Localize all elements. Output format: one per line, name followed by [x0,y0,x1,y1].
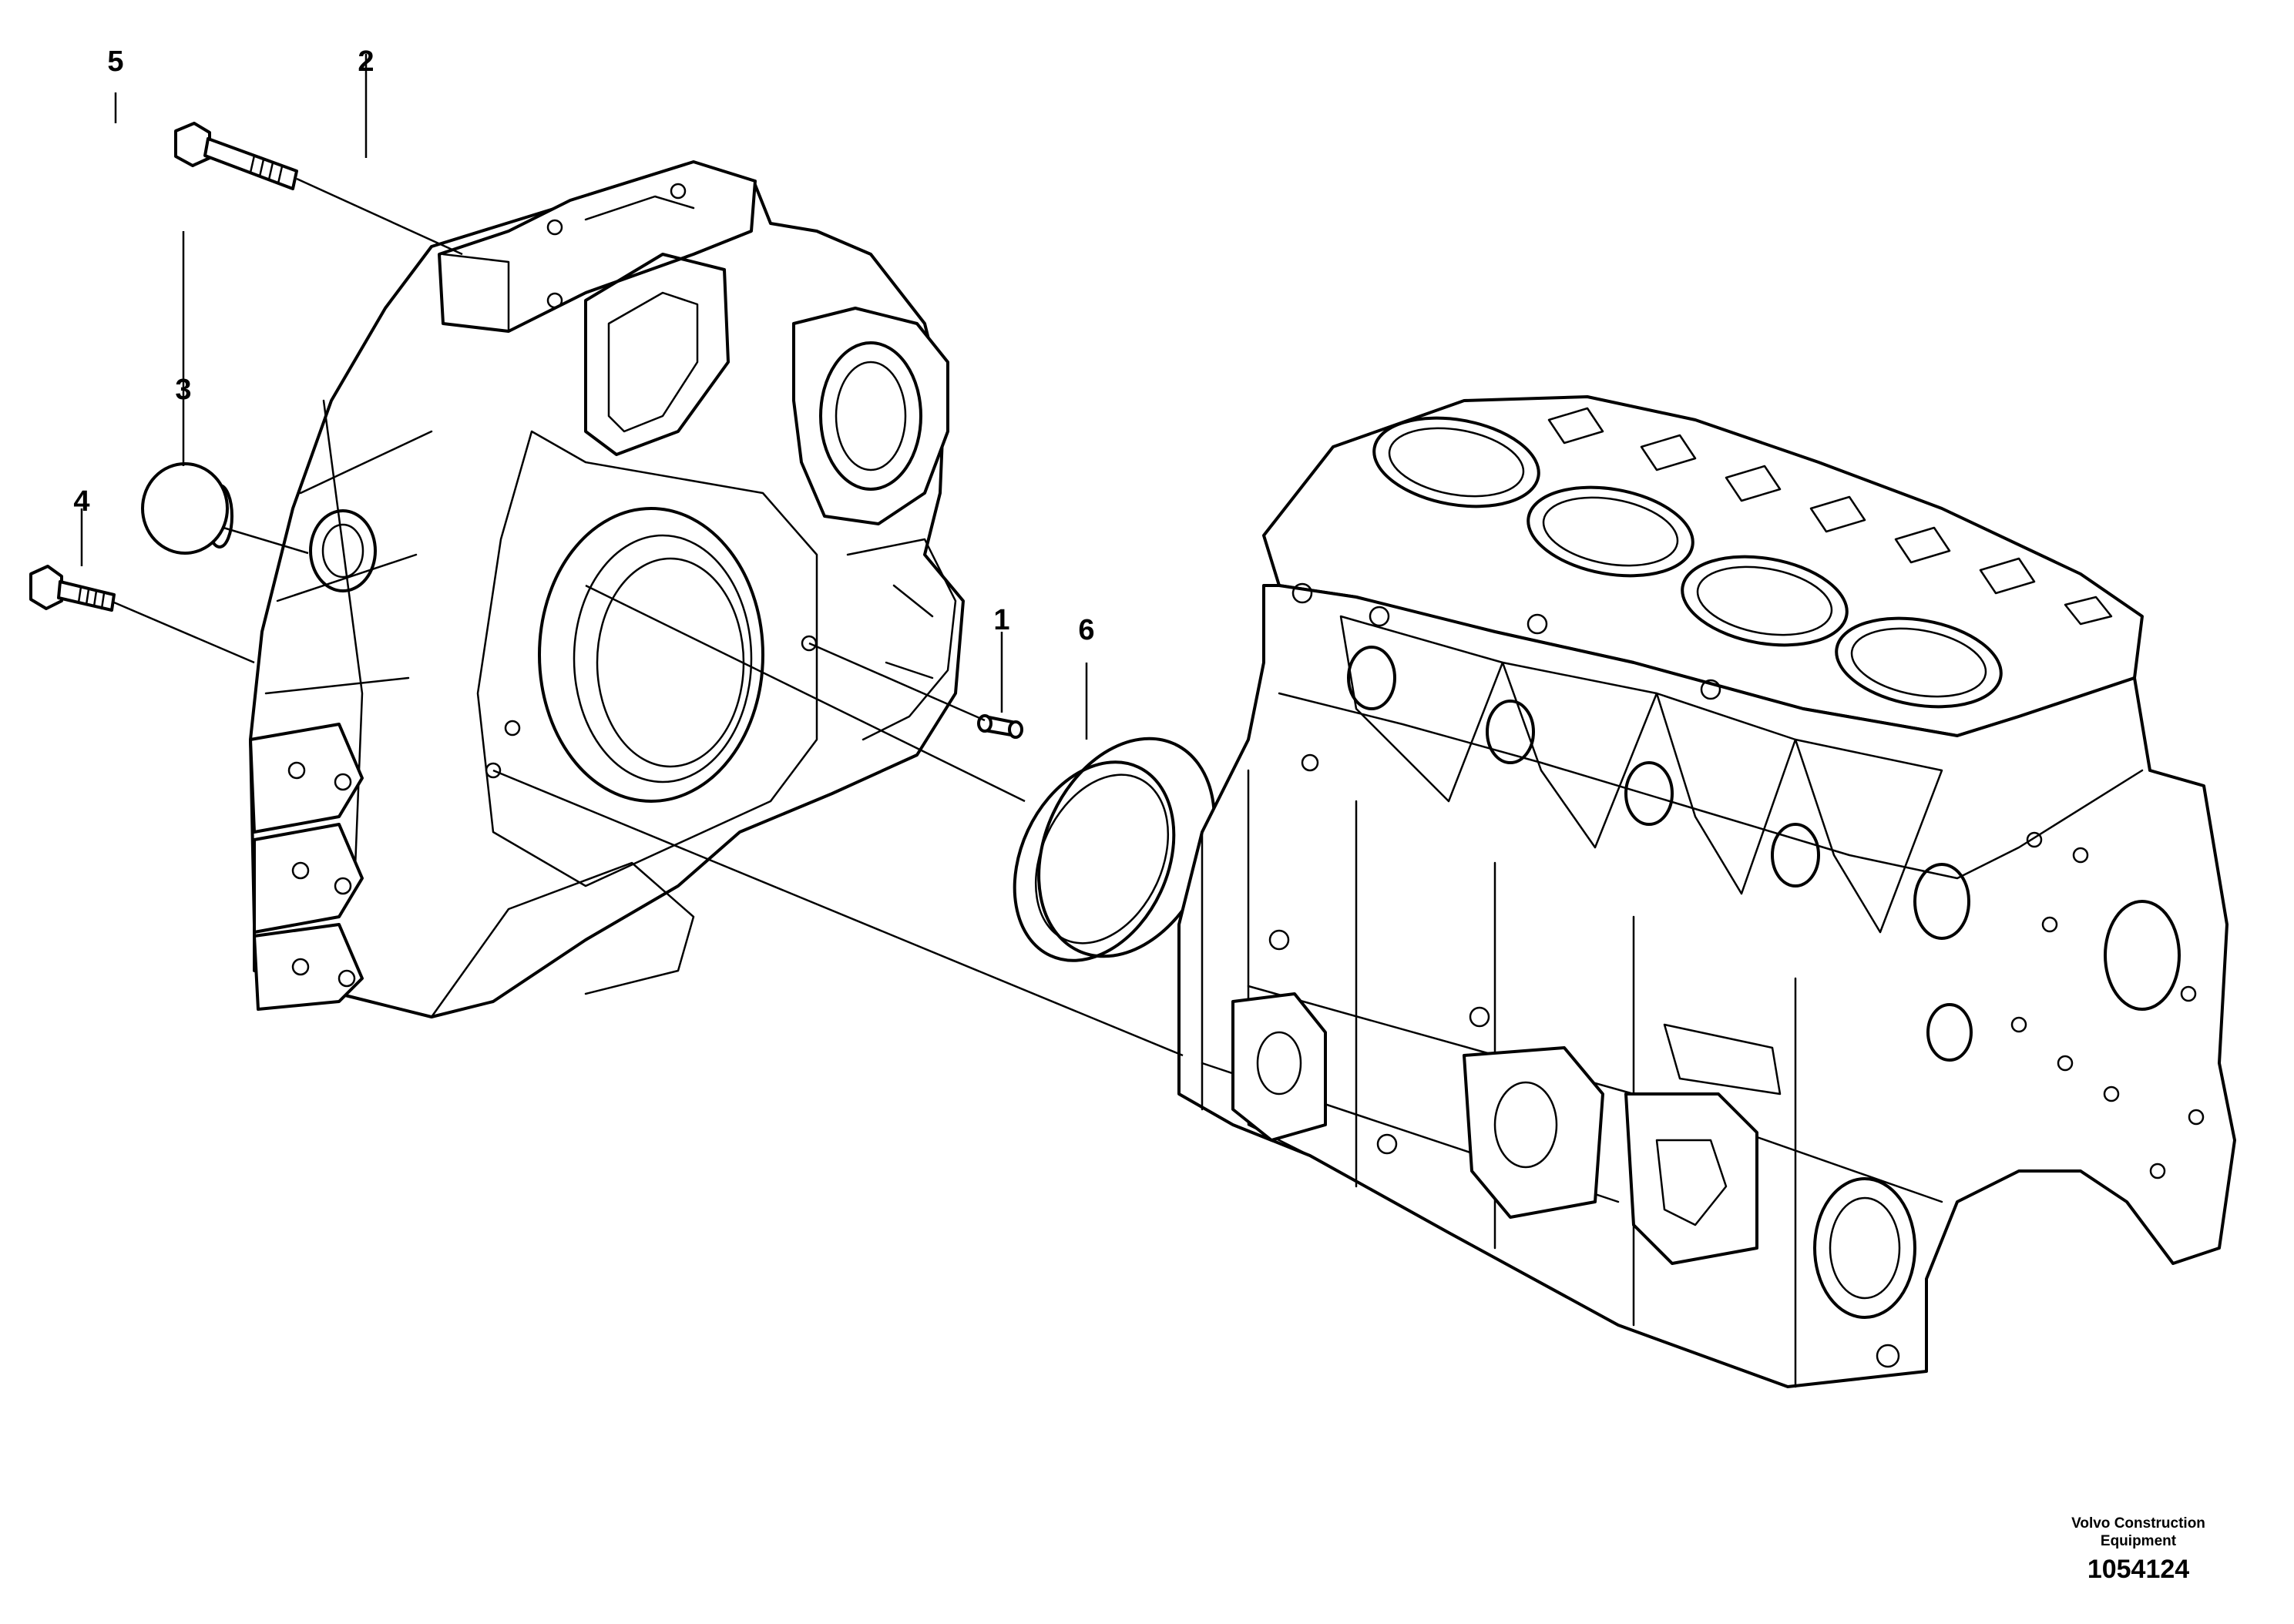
callout-labels: 5 2 3 4 1 6 [73,45,1094,646]
flywheel-housing [249,160,965,1018]
plug-part-3 [141,462,233,555]
callout-1: 1 [993,604,1009,636]
dowel-pin-part-1 [977,714,1023,739]
footer-block: Volvo Construction Equipment 1054124 [2071,1515,2205,1584]
callout-2: 2 [358,45,374,78]
screw-part-5 [174,122,298,190]
company-name-line-1: Volvo Construction [2071,1515,2205,1532]
screw-part-4 [29,565,116,612]
callout-6: 6 [1078,614,1094,646]
engine-block [1177,395,2236,1388]
callout-4: 4 [73,485,89,518]
callout-3: 3 [175,374,191,406]
company-name-line-2: Equipment [2101,1533,2177,1549]
callout-5: 5 [107,45,123,78]
drawing-number: 1054124 [2087,1555,2189,1584]
leader-lines [80,54,1184,1057]
